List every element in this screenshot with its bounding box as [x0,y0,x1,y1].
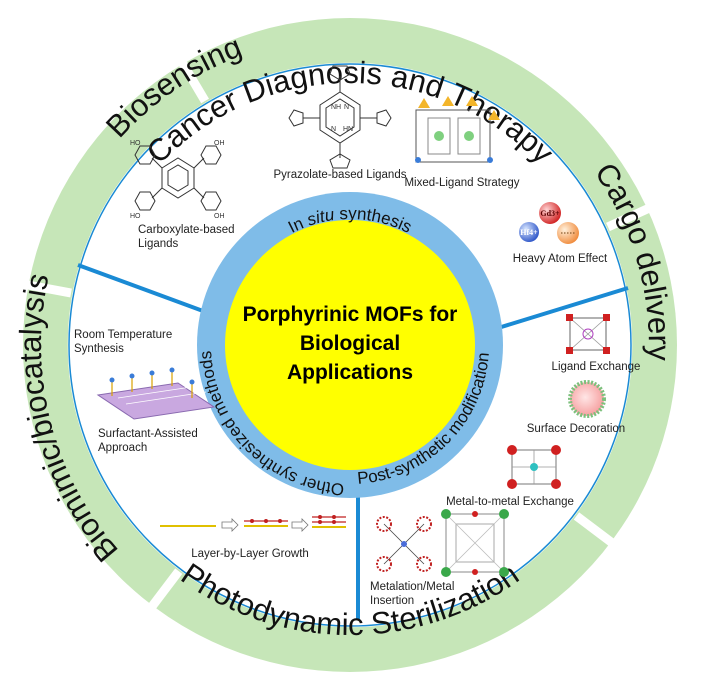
svg-text:NH: NH [331,104,341,111]
label-metalation-1: Metalation/Metal [370,581,454,593]
label-metalation-2: Insertion [370,595,414,607]
carboxylate-porphyrin-structure-icon: HO OH HO OH [130,140,225,220]
center-disk [225,220,475,470]
label-room-temperature-2: Synthesis [74,343,124,355]
metal-exchange-framework-icon [507,445,561,489]
svg-text:OH: OH [214,213,225,220]
pyrazolate-porphyrin-structure-icon: NH HN N N [288,65,392,169]
svg-text:OH: OH [214,140,225,147]
label-layer-by-layer-growth: Layer-by-Layer Growth [191,548,309,560]
label-metal-to-metal-exchange: Metal-to-metal Exchange [446,496,574,508]
divider-right [497,286,629,330]
gd-ion-sphere [539,202,561,224]
svg-text:HO: HO [130,140,141,147]
mixed-ligand-framework-icon [415,96,500,163]
label-room-temperature-1: Room Temperature [74,329,172,341]
label-ligand-exchange: Ligand Exchange [552,361,641,373]
label-carboxylate-based-2: Ligands [138,238,179,250]
svg-text:N: N [331,126,336,133]
label-carboxylate-based-1: Carboxylate-based [138,224,235,236]
layer-by-layer-icon [160,515,346,532]
center-title-line2: Biological [300,332,400,355]
metal-insertion-framework-icon [441,509,509,577]
heavy-atom-ion-spheres-icon: Gd3+ Hf4+ [519,202,579,244]
label-surfactant-assisted-1: Surfactant-Assisted [98,428,198,440]
hf-ion-sphere [519,222,539,242]
svg-text:Applications: Applications [287,361,413,384]
svg-text:Porphyrinic MOFs for: Porphyrinic MOFs for [243,303,458,326]
svg-text:HN: HN [343,126,353,133]
svg-text:Gd3+: Gd3+ [540,209,560,218]
metalation-structure-icon [376,516,432,572]
section-dividers [77,263,629,620]
label-mixed-ligand-strategy: Mixed-Ligand Strategy [404,177,519,189]
svg-text:Biological: Biological [300,332,400,355]
surface-decoration-sphere-icon [568,380,606,418]
svg-text:Hf4+: Hf4+ [520,228,538,237]
divider-left [77,263,223,320]
ligand-exchange-framework-icon [566,314,610,354]
surfactant-sheet-icon [96,367,216,420]
svg-text:HO: HO [130,213,141,220]
svg-text:N: N [344,104,349,111]
label-heavy-atom-effect: Heavy Atom Effect [513,253,608,265]
center-title-line1: Porphyrinic MOFs for [243,303,458,326]
label-pyrazolate-ligands: Pyrazolate-based Ligands [274,169,407,181]
center-title-line3: Applications [287,361,413,384]
label-surface-decoration: Surface Decoration [527,423,625,435]
label-surfactant-assisted-2: Approach [98,442,147,454]
